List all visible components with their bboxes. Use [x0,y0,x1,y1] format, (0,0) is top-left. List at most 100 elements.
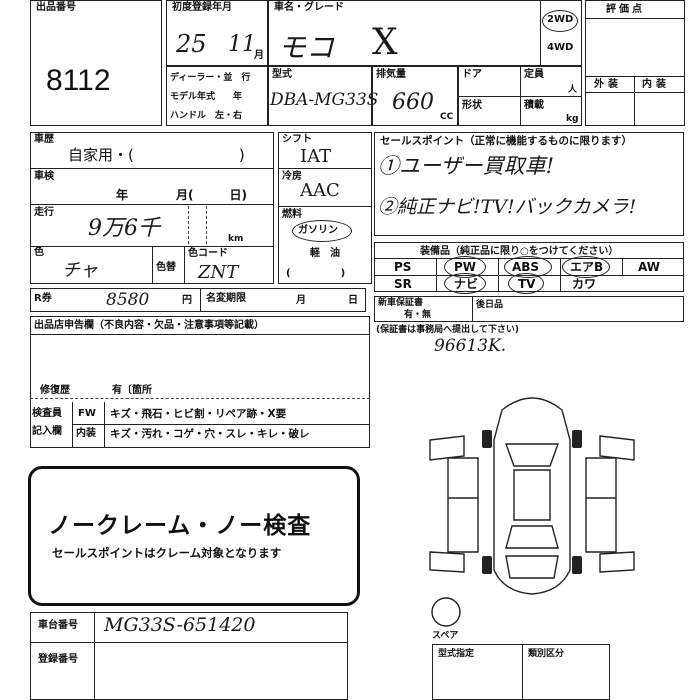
cc-unit: CC [440,112,454,122]
shape-label: 形状 [462,100,482,111]
diagram-front-glass [505,443,559,467]
capacity-label: 定員 [524,69,544,80]
lot-number-label: 出品番号 [36,2,76,13]
equip-sr: SR [394,277,412,291]
equip-ps: PS [394,260,412,274]
lot-number-box [30,0,162,126]
diagram-spare-tire [431,597,461,627]
shift-label: シフト [282,134,312,145]
mileage-label: 走行 [34,207,54,218]
displacement-value: 660 [392,90,434,115]
exterior-label: 外装 [594,79,622,90]
declaration-box [30,316,370,448]
warranty-note: (保証書は事務局へ提出して下さい) [376,325,519,335]
sales-point-1: ①ユーザー買取車! [378,154,555,178]
rating-label: 評価点 [606,4,645,15]
no-claim-banner [28,466,360,606]
equip-navi-circle [444,273,486,294]
shift-value: IAT [300,146,332,167]
interior-check-label: 内装 [76,428,96,439]
declaration-label: 出品店申告欄（不良内容・欠品・注意事項等記載） [34,320,264,331]
color-label: 色 [34,247,44,258]
after-label: 後日品 [476,300,504,310]
equip-leather: カワ [572,277,597,291]
no-claim-title: ノークレーム・ノー検査 [48,513,312,539]
inspector-label: 検査員 [32,408,62,419]
specs-box [278,132,372,284]
car-damage-diagram [429,397,635,627]
month-unit: 月 [254,50,264,61]
ac-label: 冷房 [282,171,302,182]
entry-label: 記入欄 [32,426,62,437]
fw-items: キズ・飛石・ヒビ割・リペア跡・X要 [110,408,287,420]
diagram-left-side [447,457,479,553]
capacity-unit: 人 [568,85,578,95]
displacement-box [372,66,458,126]
name-change-label: 名変期限 [206,293,246,304]
color-code-value: ZNT [198,262,239,283]
grade: X [372,22,398,63]
warranty-box [374,296,684,322]
dealer-box [166,66,268,126]
diagram-rear-hatch [505,555,559,579]
sales-points-label: セールスポイント（正常に機能するものに限ります） [380,135,632,147]
history-value: 自家用・( ) [68,146,245,164]
km-unit: km [228,234,244,244]
model-year-label: モデル年式 年 [170,92,243,102]
warranty-options: 有・無 [404,310,432,320]
dealer-label: ディーラー・並 行 [170,73,251,83]
equipment-label: 装備品（純正品に限り○をつけてください） [420,246,619,257]
ac-value: AAC [300,180,340,201]
model-name: モコ [278,31,335,64]
type-box [268,66,372,126]
displacement-label: 排気量 [376,69,406,80]
first-registration-label: 初度登録年月 [172,2,232,13]
rating-box [585,0,685,126]
inspection-value: 年 月( 日) [116,188,247,202]
type-designation-label: 型式指定 [438,649,475,659]
door-label: ドア [462,69,482,80]
interior-label: 内装 [642,79,670,90]
name-change-day: 日 [348,295,358,306]
drive-2wd-circle [542,10,578,32]
history-label: 車歴 [34,134,54,145]
color-change-label: 色替 [156,262,176,273]
load-label: 積載 [524,100,544,111]
handle-label: ハンドル 左・右 [170,111,243,121]
repair-label: 修復歴 [40,385,70,396]
warranty-label: 新車保証書 [378,298,424,308]
equip-tv-circle [508,273,544,294]
color-value: チャ [62,260,98,281]
mileage-value: 9万6千 [88,216,160,241]
first-registration-box [166,0,268,66]
color-code-label: 色コード [188,248,228,259]
chassis-value: MG33S-651420 [104,614,256,636]
recycle-box [30,288,366,312]
recycle-value: 8580 [106,290,150,310]
model-grade-label: 車名・グレード [274,2,344,13]
interior-check-items: キズ・汚れ・コゲ・穴・スレ・キレ・破レ [110,428,310,440]
load-unit: kg [566,114,579,124]
inspection-label: 車検 [34,171,54,182]
category-label: 類別区分 [528,649,565,659]
diagram-car-body [493,397,571,595]
repair-value: 有〔箇所 [112,385,152,396]
equip-aw: AW [638,260,660,274]
fuel-diesel: 軽 油 [310,248,340,259]
fuel-label: 燃料 [282,209,302,220]
diagram-rear-glass [505,525,559,549]
model-grade-box [268,0,582,66]
type-label: 型式 [272,69,292,80]
spare-label: スペア [432,631,459,641]
chassis-label: 車台番号 [38,620,78,631]
first-registration-month: 11 [228,32,256,57]
fuel-blank: ( ) [286,268,346,279]
fw-label: FW [78,408,96,419]
first-registration-year: 25 [176,30,207,58]
fuel-gas-circle [292,220,352,242]
sales-points-box [374,132,684,236]
warranty-value: 96613K. [434,336,507,356]
sales-point-2: ②純正ナビ!TV!バックカメラ! [378,196,637,218]
recycle-label: R券 [34,293,52,304]
registration-label: 登録番号 [38,654,78,665]
